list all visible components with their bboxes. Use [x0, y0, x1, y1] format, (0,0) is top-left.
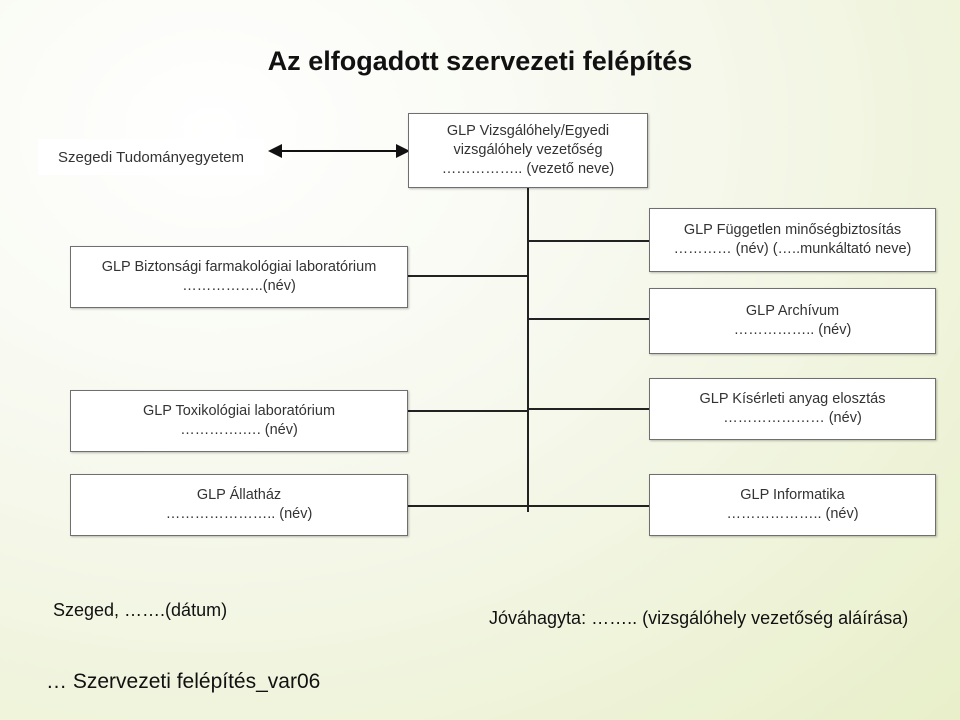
- double-arrow-icon: [268, 144, 410, 158]
- right-box-qa-name: ………… (név) (…..munkáltató neve): [673, 241, 912, 257]
- head-line3: …………….. (vezető neve): [441, 161, 615, 177]
- left-box-toxicology-title: GLP Toxikológiai laboratórium: [142, 403, 336, 419]
- right-box-informatics-title: GLP Informatika: [740, 487, 845, 503]
- page-title: Az elfogadott szervezeti felépítés: [267, 46, 693, 76]
- head-line2: vizsgálóhely vezetőség: [453, 142, 603, 158]
- right-box-qa-title: GLP Független minőségbiztosítás: [683, 222, 902, 238]
- left-box-animal-house-name: ………………….. (név): [165, 506, 313, 522]
- head-box: GLP Vizsgálóhely/Egyedi vizsgálóhely vez…: [408, 113, 648, 188]
- right-box-archive-title: GLP Archívum: [745, 303, 840, 319]
- university-box: Szegedi Tudományegyetem: [38, 139, 264, 175]
- left-box-pharmacology-title: GLP Biztonsági farmakológiai laboratóriu…: [101, 259, 377, 275]
- connector-right-4: [527, 505, 649, 507]
- connector-left-3: [408, 505, 529, 507]
- head-line1: GLP Vizsgálóhely/Egyedi: [446, 123, 610, 139]
- university-label: Szegedi Tudományegyetem: [58, 148, 244, 166]
- connector-left-1: [408, 275, 529, 277]
- left-box-toxicology-name: ………….…. (név): [180, 422, 298, 438]
- left-box-animal-house-title: GLP Állatház: [196, 487, 282, 503]
- connector-right-3: [527, 408, 649, 410]
- document-code: … Szervezeti felépítés_var06: [46, 670, 321, 693]
- right-box-archive: GLP Archívum …………….. (név): [649, 288, 936, 354]
- right-box-quality-assurance: GLP Független minőségbiztosítás ………… (né…: [649, 208, 936, 272]
- connector-right-1: [527, 240, 649, 242]
- right-box-archive-name: …………….. (név): [733, 322, 852, 338]
- right-box-test-material-name: ………………… (név): [723, 410, 862, 426]
- place-date: Szeged, …….(dátum): [53, 600, 228, 620]
- connector-right-2: [527, 318, 649, 320]
- left-box-pharmacology: GLP Biztonsági farmakológiai laboratóriu…: [70, 246, 408, 308]
- connector-head-down: [527, 188, 529, 512]
- left-box-toxicology: GLP Toxikológiai laboratórium ………….…. (n…: [70, 390, 408, 452]
- left-box-pharmacology-name: ……………..(név): [182, 278, 296, 294]
- left-box-animal-house: GLP Állatház ………………….. (név): [70, 474, 408, 536]
- approval-line: Jóváhagyta: …….. (vizsgálóhely vezetőség…: [489, 608, 909, 628]
- connector-left-2: [408, 410, 529, 412]
- right-box-informatics: GLP Informatika ……………….. (név): [649, 474, 936, 536]
- right-box-informatics-name: ……………….. (név): [726, 506, 859, 522]
- right-box-test-material-title: GLP Kísérleti anyag elosztás: [699, 391, 886, 407]
- right-box-test-material: GLP Kísérleti anyag elosztás ………………… (né…: [649, 378, 936, 440]
